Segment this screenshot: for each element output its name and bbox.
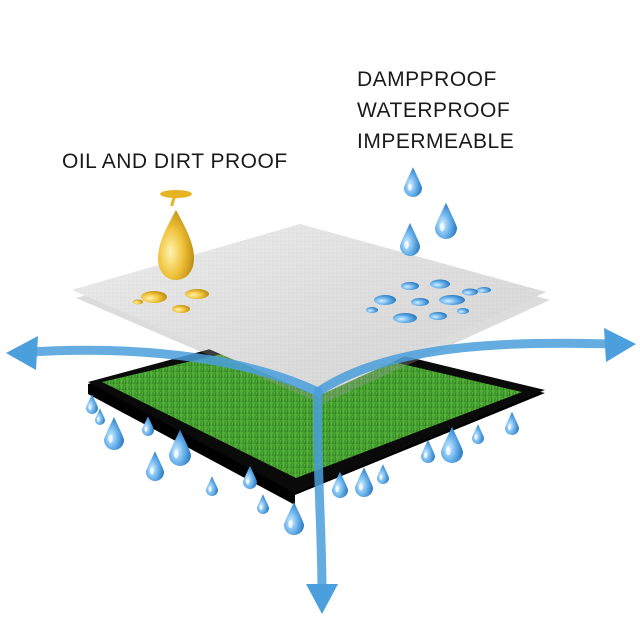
- arrow-icon: [306, 387, 338, 614]
- waterproof-label: WATERPROOF: [357, 99, 511, 122]
- water-drop-highlight: [144, 427, 148, 432]
- water-beads: [366, 279, 491, 323]
- water-drop-highlight: [97, 417, 100, 422]
- water-drop-highlight: [407, 183, 412, 191]
- water-drop-highlight: [149, 467, 154, 475]
- water-drop-highlight: [246, 478, 250, 485]
- dampproof-label: DAMPPROOF: [357, 68, 497, 91]
- water-drop-icon: [355, 467, 373, 497]
- impermeable-label: IMPERMEABLE: [357, 130, 515, 153]
- water-drop-icon: [435, 202, 457, 239]
- water-drop-highlight: [404, 241, 409, 249]
- water-drop-icon: [104, 417, 124, 450]
- water-drop-icon: [146, 451, 164, 481]
- oil-beads: [133, 289, 209, 313]
- water-drop-highlight: [508, 424, 512, 431]
- water-drop-icon: [404, 167, 422, 197]
- water-drop-highlight: [358, 483, 363, 491]
- water-drop-icon: [284, 502, 304, 535]
- oil-drop-icon: [158, 190, 194, 280]
- water-drop-highlight: [445, 446, 451, 456]
- oil-dirt-proof-label: OIL AND DIRT PROOF: [62, 150, 288, 173]
- moisture-labels: DAMPPROOF WATERPROOF IMPERMEABLE: [357, 64, 514, 157]
- arrow-icon: [6, 336, 323, 397]
- water-drop-icon: [400, 223, 420, 256]
- turf-layer: [102, 338, 522, 478]
- water-drop-highlight: [208, 487, 212, 492]
- water-drop-icon: [257, 494, 269, 514]
- water-drop-highlight: [379, 475, 383, 480]
- water-drop-highlight: [335, 486, 339, 493]
- water-drop-highlight: [259, 505, 263, 510]
- water-drop-highlight: [108, 435, 113, 443]
- water-drop-highlight: [88, 405, 92, 410]
- water-drop-highlight: [288, 520, 293, 528]
- water-drop-icon: [505, 411, 519, 435]
- water-drop-icon: [377, 464, 389, 484]
- water-drops: [86, 167, 519, 535]
- water-drop-highlight: [424, 452, 428, 459]
- water-drop-highlight: [173, 449, 179, 459]
- arrow-icon: [313, 328, 636, 397]
- water-drop-icon: [206, 476, 218, 496]
- water-drop-icon: [472, 424, 484, 444]
- water-drop-highlight: [474, 435, 478, 440]
- water-drop-highlight: [439, 222, 445, 232]
- water-drop-icon: [421, 439, 435, 463]
